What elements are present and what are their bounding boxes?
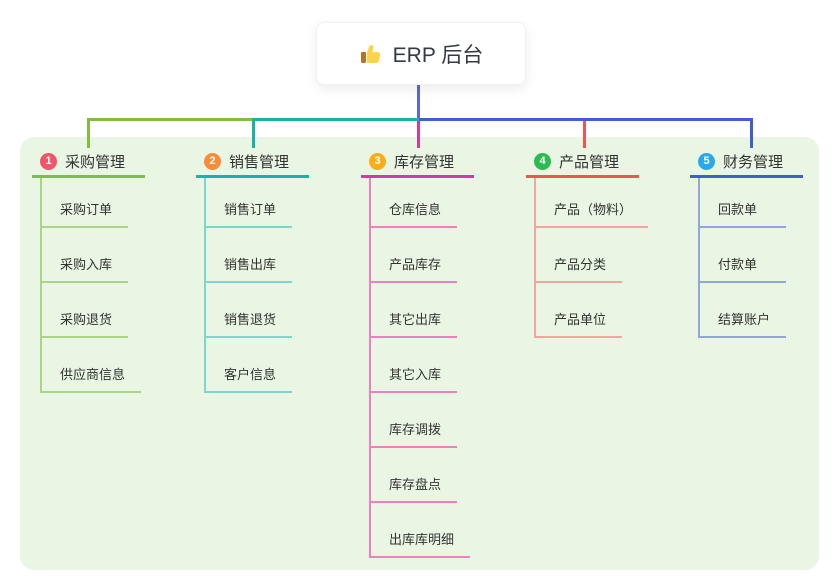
branch-product-children: 产品（物料） 产品分类产品单位 bbox=[534, 178, 649, 338]
child-node[interactable]: 供应商信息 bbox=[42, 338, 142, 393]
child-node[interactable]: 库存调拨 bbox=[371, 393, 458, 448]
child-node[interactable]: 产品单位 bbox=[536, 283, 623, 338]
child-node-label: 销售退货 bbox=[224, 312, 277, 327]
connector-segment-sales bbox=[253, 118, 419, 121]
connector-drop-finance bbox=[750, 118, 753, 148]
child-node-label: 供应商信息 bbox=[60, 367, 126, 382]
child-node-label: 库存调拨 bbox=[389, 422, 442, 437]
child-node[interactable]: 回款单 bbox=[700, 178, 786, 228]
child-node[interactable]: 客户信息 bbox=[206, 338, 293, 393]
child-node-label: 销售出库 bbox=[224, 257, 277, 272]
child-node-label: 结算账户 bbox=[718, 312, 771, 327]
child-node-label: 出库库明细 bbox=[389, 532, 455, 547]
branches-panel bbox=[20, 137, 819, 570]
branch-sales-children: 销售订单销售出库销售退货客户信息 bbox=[204, 178, 309, 393]
child-node-label: 产品库存 bbox=[389, 257, 442, 272]
branch-inventory-label: 库存管理 bbox=[394, 154, 455, 171]
thumbs-up-icon bbox=[359, 42, 383, 66]
child-node[interactable]: 产品分类 bbox=[536, 228, 623, 283]
child-node-label: 产品（物料） bbox=[554, 202, 633, 217]
branch-product-label: 产品管理 bbox=[559, 154, 620, 171]
child-node-label: 采购订单 bbox=[60, 202, 113, 217]
connector-root-stem bbox=[417, 83, 420, 119]
branch-finance-children: 回款单付款单结算账户 bbox=[698, 178, 803, 338]
branch-sales-label: 销售管理 bbox=[229, 154, 290, 171]
connector-drop-sales bbox=[252, 118, 255, 148]
child-node-label: 采购退货 bbox=[60, 312, 113, 327]
child-node-label: 产品分类 bbox=[554, 257, 607, 272]
connector-segment-finance bbox=[419, 118, 752, 121]
child-node-label: 其它出库 bbox=[389, 312, 442, 327]
child-node[interactable]: 销售出库 bbox=[206, 228, 293, 283]
child-node-label: 回款单 bbox=[718, 202, 758, 217]
child-node[interactable]: 结算账户 bbox=[700, 283, 787, 338]
child-node[interactable]: 仓库信息 bbox=[371, 178, 458, 228]
branch-inventory-title[interactable]: 3 库存管理 bbox=[361, 148, 475, 178]
branch-inventory: 3 库存管理 仓库信息产品库存其它出库其它入库库存调拨库存盘点出库库明细 bbox=[361, 148, 475, 558]
child-node[interactable]: 销售退货 bbox=[206, 283, 293, 338]
child-node[interactable]: 采购退货 bbox=[42, 283, 129, 338]
child-node-label: 客户信息 bbox=[224, 367, 277, 382]
badge-2: 2 bbox=[204, 153, 221, 170]
branch-sales-title[interactable]: 2 销售管理 bbox=[196, 148, 310, 178]
child-node-label: 销售订单 bbox=[224, 202, 277, 217]
branch-inventory-children: 仓库信息产品库存其它出库其它入库库存调拨库存盘点出库库明细 bbox=[369, 178, 474, 558]
branch-finance-label: 财务管理 bbox=[723, 154, 784, 171]
branch-product: 4 产品管理 产品（物料） 产品分类产品单位 bbox=[526, 148, 649, 338]
child-node-label: 产品单位 bbox=[554, 312, 607, 327]
child-node[interactable]: 销售订单 bbox=[206, 178, 293, 228]
root-node[interactable]: ERP 后台 bbox=[316, 22, 526, 85]
child-node[interactable]: 产品（物料） bbox=[536, 178, 649, 228]
branch-purchase-label: 采购管理 bbox=[65, 154, 126, 171]
connector-drop-inventory bbox=[417, 121, 420, 148]
badge-1: 1 bbox=[40, 153, 57, 170]
child-node[interactable]: 库存盘点 bbox=[371, 448, 458, 503]
branch-finance-title[interactable]: 5 财务管理 bbox=[690, 148, 804, 178]
badge-5: 5 bbox=[698, 153, 715, 170]
child-node[interactable]: 产品库存 bbox=[371, 228, 458, 283]
child-node-label: 仓库信息 bbox=[389, 202, 442, 217]
child-node-label: 其它入库 bbox=[389, 367, 442, 382]
child-node-label: 库存盘点 bbox=[389, 477, 442, 492]
child-node[interactable]: 付款单 bbox=[700, 228, 786, 283]
branch-sales: 2 销售管理 销售订单销售出库销售退货客户信息 bbox=[196, 148, 310, 393]
child-node[interactable]: 其它入库 bbox=[371, 338, 458, 393]
badge-3: 3 bbox=[369, 153, 386, 170]
child-node[interactable]: 出库库明细 bbox=[371, 503, 471, 558]
branch-product-title[interactable]: 4 产品管理 bbox=[526, 148, 640, 178]
connector-drop-product bbox=[583, 121, 586, 148]
root-node-label: ERP 后台 bbox=[392, 43, 484, 67]
branch-purchase: 1 采购管理 采购订单采购入库采购退货供应商信息 bbox=[32, 148, 146, 393]
child-node[interactable]: 采购入库 bbox=[42, 228, 129, 283]
child-node-label: 付款单 bbox=[718, 257, 758, 272]
branch-purchase-children: 采购订单采购入库采购退货供应商信息 bbox=[40, 178, 145, 393]
child-node-label: 采购入库 bbox=[60, 257, 113, 272]
connector-drop-purchase bbox=[87, 118, 90, 148]
branch-finance: 5 财务管理 回款单付款单结算账户 bbox=[690, 148, 804, 338]
connector-segment-purchase bbox=[87, 118, 253, 121]
child-node[interactable]: 其它出库 bbox=[371, 283, 458, 338]
badge-4: 4 bbox=[534, 153, 551, 170]
child-node[interactable]: 采购订单 bbox=[42, 178, 129, 228]
branch-purchase-title[interactable]: 1 采购管理 bbox=[32, 148, 146, 178]
